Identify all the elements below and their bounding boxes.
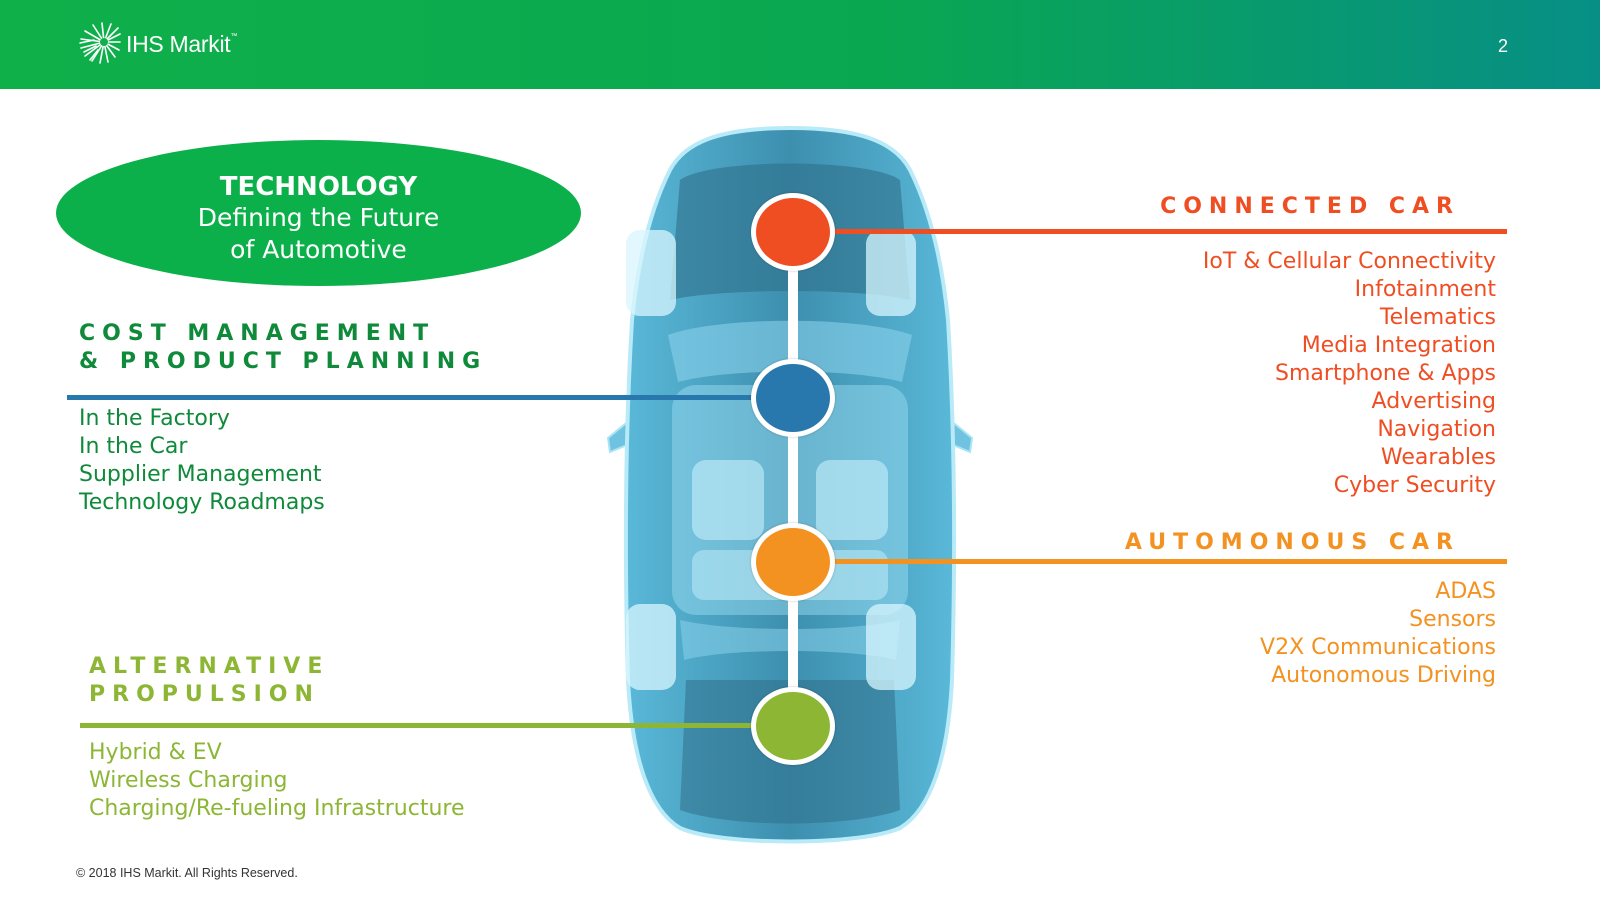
- list-item: In the Car: [79, 434, 188, 459]
- starburst-logo-icon: [79, 22, 121, 64]
- list-item: Telematics: [1379, 305, 1496, 330]
- technology-title: TECHNOLOGY: [219, 172, 418, 202]
- list-item: Autonomous Driving: [1271, 663, 1496, 688]
- list-item: IoT & Cellular Connectivity: [1202, 249, 1496, 274]
- list-item: Sensors: [1409, 607, 1496, 632]
- front-left-wheel: [626, 230, 676, 316]
- cost-management-heading-line2: & PRODUCT PLANNING: [79, 349, 488, 374]
- list-item: Hybrid & EV: [89, 740, 222, 765]
- front-right-seat: [816, 460, 888, 540]
- connected-car-list: IoT & Cellular Connectivity Infotainment…: [1203, 248, 1496, 500]
- list-item: Media Integration: [1301, 333, 1496, 358]
- cost-management-line: [67, 395, 761, 400]
- connected-car-node[interactable]: [751, 193, 835, 271]
- front-right-wheel: [866, 230, 916, 316]
- list-item: Advertising: [1371, 389, 1496, 414]
- alternative-propulsion-list: Hybrid & EV Wireless Charging Charging/R…: [89, 739, 465, 823]
- autonomous-car-node[interactable]: [751, 523, 835, 601]
- list-item: Cyber Security: [1333, 473, 1496, 498]
- technology-ellipse: TECHNOLOGY Defining the Future of Automo…: [56, 140, 581, 286]
- list-item: ADAS: [1435, 579, 1496, 604]
- list-item: Navigation: [1377, 417, 1496, 442]
- list-item: Wireless Charging: [89, 768, 288, 793]
- connected-car-heading: CONNECTED CAR: [1160, 194, 1460, 219]
- header-bar: IHS Markit™ 2: [0, 0, 1600, 89]
- autonomous-car-line: [832, 559, 1507, 564]
- list-item: In the Factory: [79, 406, 230, 431]
- cost-management-node[interactable]: [751, 359, 835, 437]
- node-connector-spine: [788, 228, 798, 728]
- front-left-seat: [692, 460, 764, 540]
- ihs-markit-logo[interactable]: IHS Markit™: [78, 22, 237, 66]
- list-item: Technology Roadmaps: [79, 490, 325, 515]
- cost-management-heading-line1: COST MANAGEMENT: [79, 321, 436, 346]
- alternative-propulsion-node[interactable]: [751, 687, 835, 765]
- list-item: Smartphone & Apps: [1275, 361, 1496, 386]
- alternative-propulsion-heading-line1: ALTERNATIVE: [89, 654, 330, 679]
- list-item: Wearables: [1380, 445, 1496, 470]
- copyright-footer: © 2018 IHS Markit. All Rights Reserved.: [76, 866, 298, 880]
- logo-text: IHS Markit™: [126, 30, 238, 57]
- cost-management-heading: COST MANAGEMENT & PRODUCT PLANNING: [79, 320, 487, 376]
- list-item: Charging/Re-fueling Infrastructure: [89, 796, 465, 821]
- alternative-propulsion-heading: ALTERNATIVE PROPULSION: [89, 653, 329, 709]
- cost-management-list: In the Factory In the Car Supplier Manag…: [79, 405, 325, 517]
- technology-subtitle-line1: Defining the Future: [197, 203, 440, 232]
- alternative-propulsion-heading-line2: PROPULSION: [89, 682, 320, 707]
- rear-right-wheel: [866, 604, 916, 690]
- page-number: 2: [1497, 36, 1508, 56]
- list-item: Supplier Management: [79, 462, 322, 487]
- list-item: Infotainment: [1354, 277, 1496, 302]
- list-item: V2X Communications: [1260, 635, 1496, 660]
- alternative-propulsion-line: [80, 723, 761, 728]
- technology-subtitle-line2: of Automotive: [230, 235, 407, 264]
- autonomous-car-list: ADAS Sensors V2X Communications Autonomo…: [1260, 578, 1496, 690]
- autonomous-car-heading: AUTOMONOUS CAR: [1124, 530, 1460, 555]
- connected-car-line: [832, 229, 1507, 234]
- rear-left-wheel: [626, 604, 676, 690]
- car-xray-illustration: [606, 125, 974, 844]
